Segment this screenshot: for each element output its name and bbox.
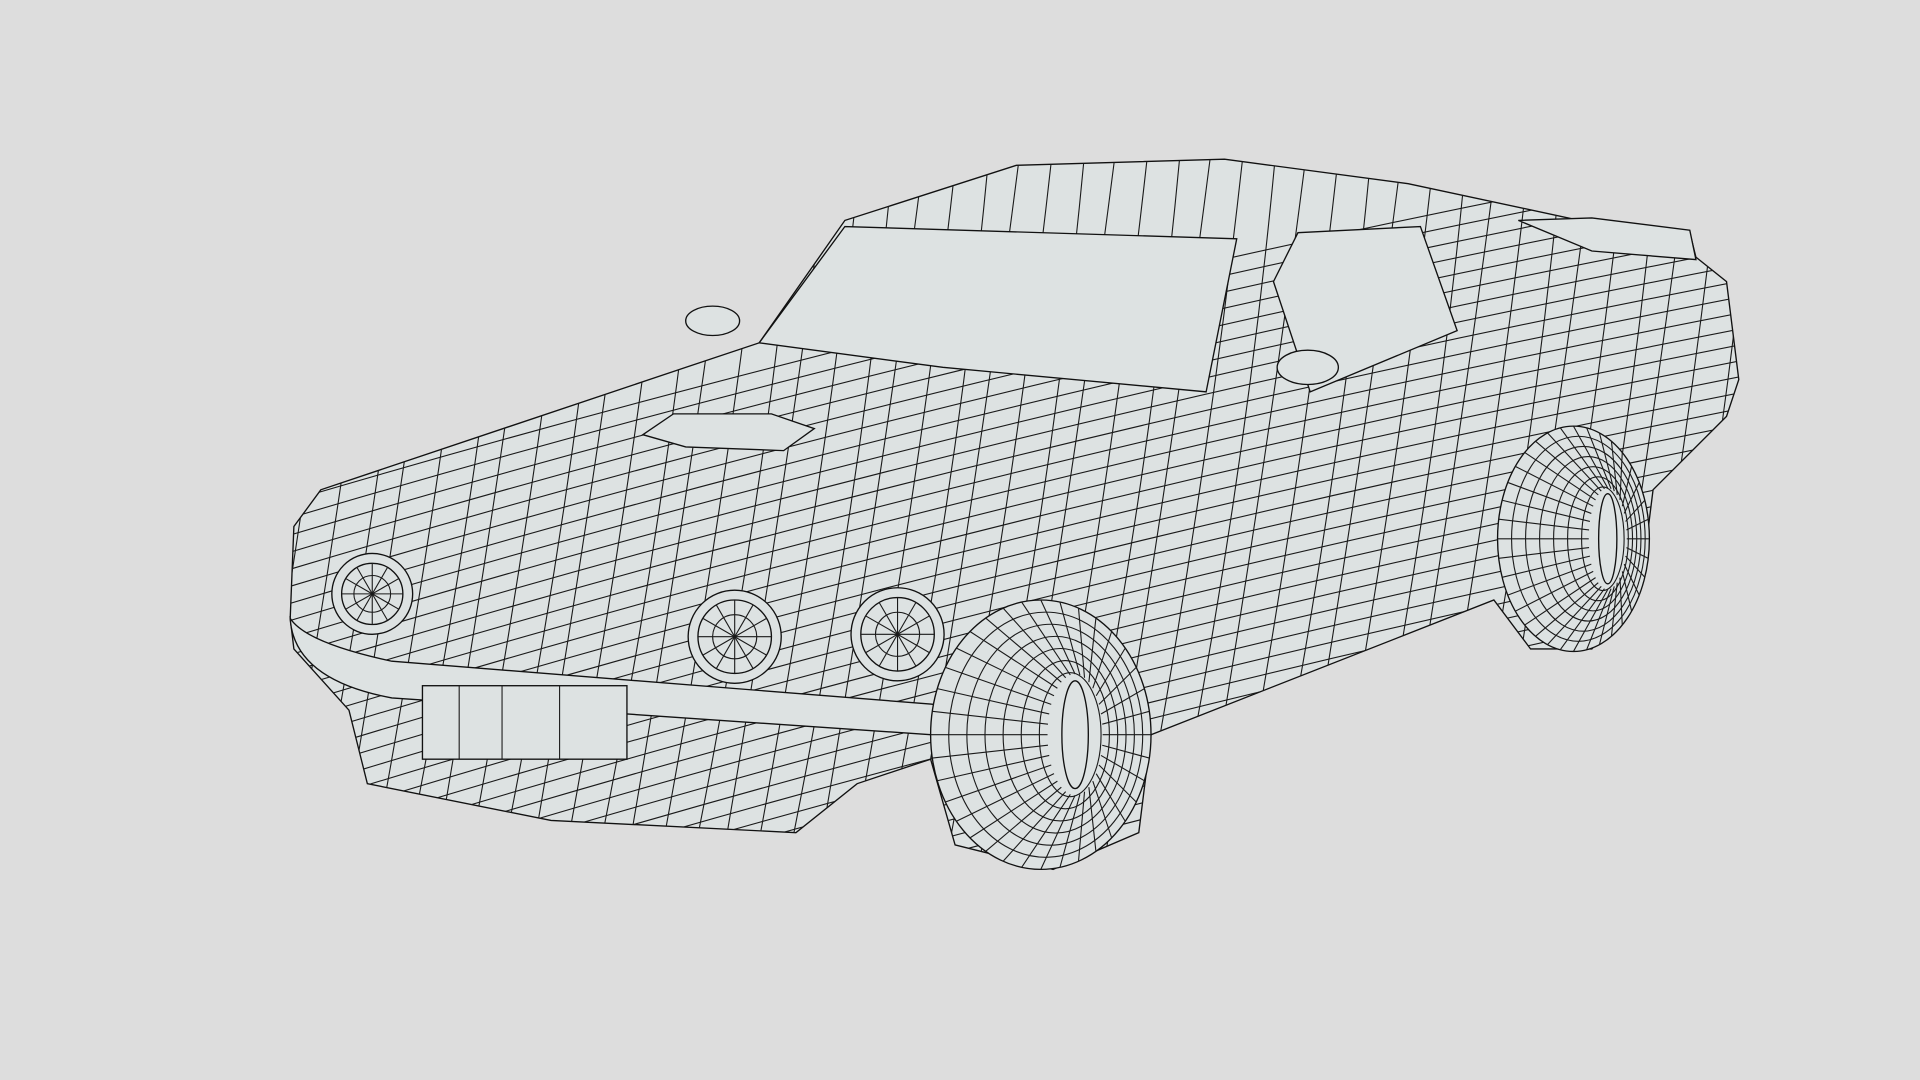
mesh-edge bbox=[290, 225, 1739, 601]
headlight bbox=[850, 587, 945, 682]
hood-scoop bbox=[641, 413, 816, 452]
rear-wheel bbox=[1496, 425, 1651, 653]
mesh-edge bbox=[290, 257, 1739, 635]
rear-spoiler bbox=[1518, 217, 1697, 261]
mesh-edge bbox=[290, 241, 1739, 618]
mesh-edge bbox=[290, 305, 1739, 687]
side-mirror-right bbox=[1276, 349, 1340, 386]
mesh-edge bbox=[290, 289, 1739, 670]
mesh-edge bbox=[290, 337, 1739, 721]
mesh-edge bbox=[290, 273, 1739, 652]
license-plate bbox=[421, 685, 628, 760]
windshield bbox=[757, 225, 1238, 393]
headlight bbox=[331, 552, 414, 635]
front-wheel bbox=[929, 599, 1152, 871]
headlight bbox=[687, 589, 782, 684]
hub-icon bbox=[1597, 493, 1618, 585]
side-mirror-left bbox=[685, 305, 741, 337]
hub-icon bbox=[1061, 680, 1090, 790]
